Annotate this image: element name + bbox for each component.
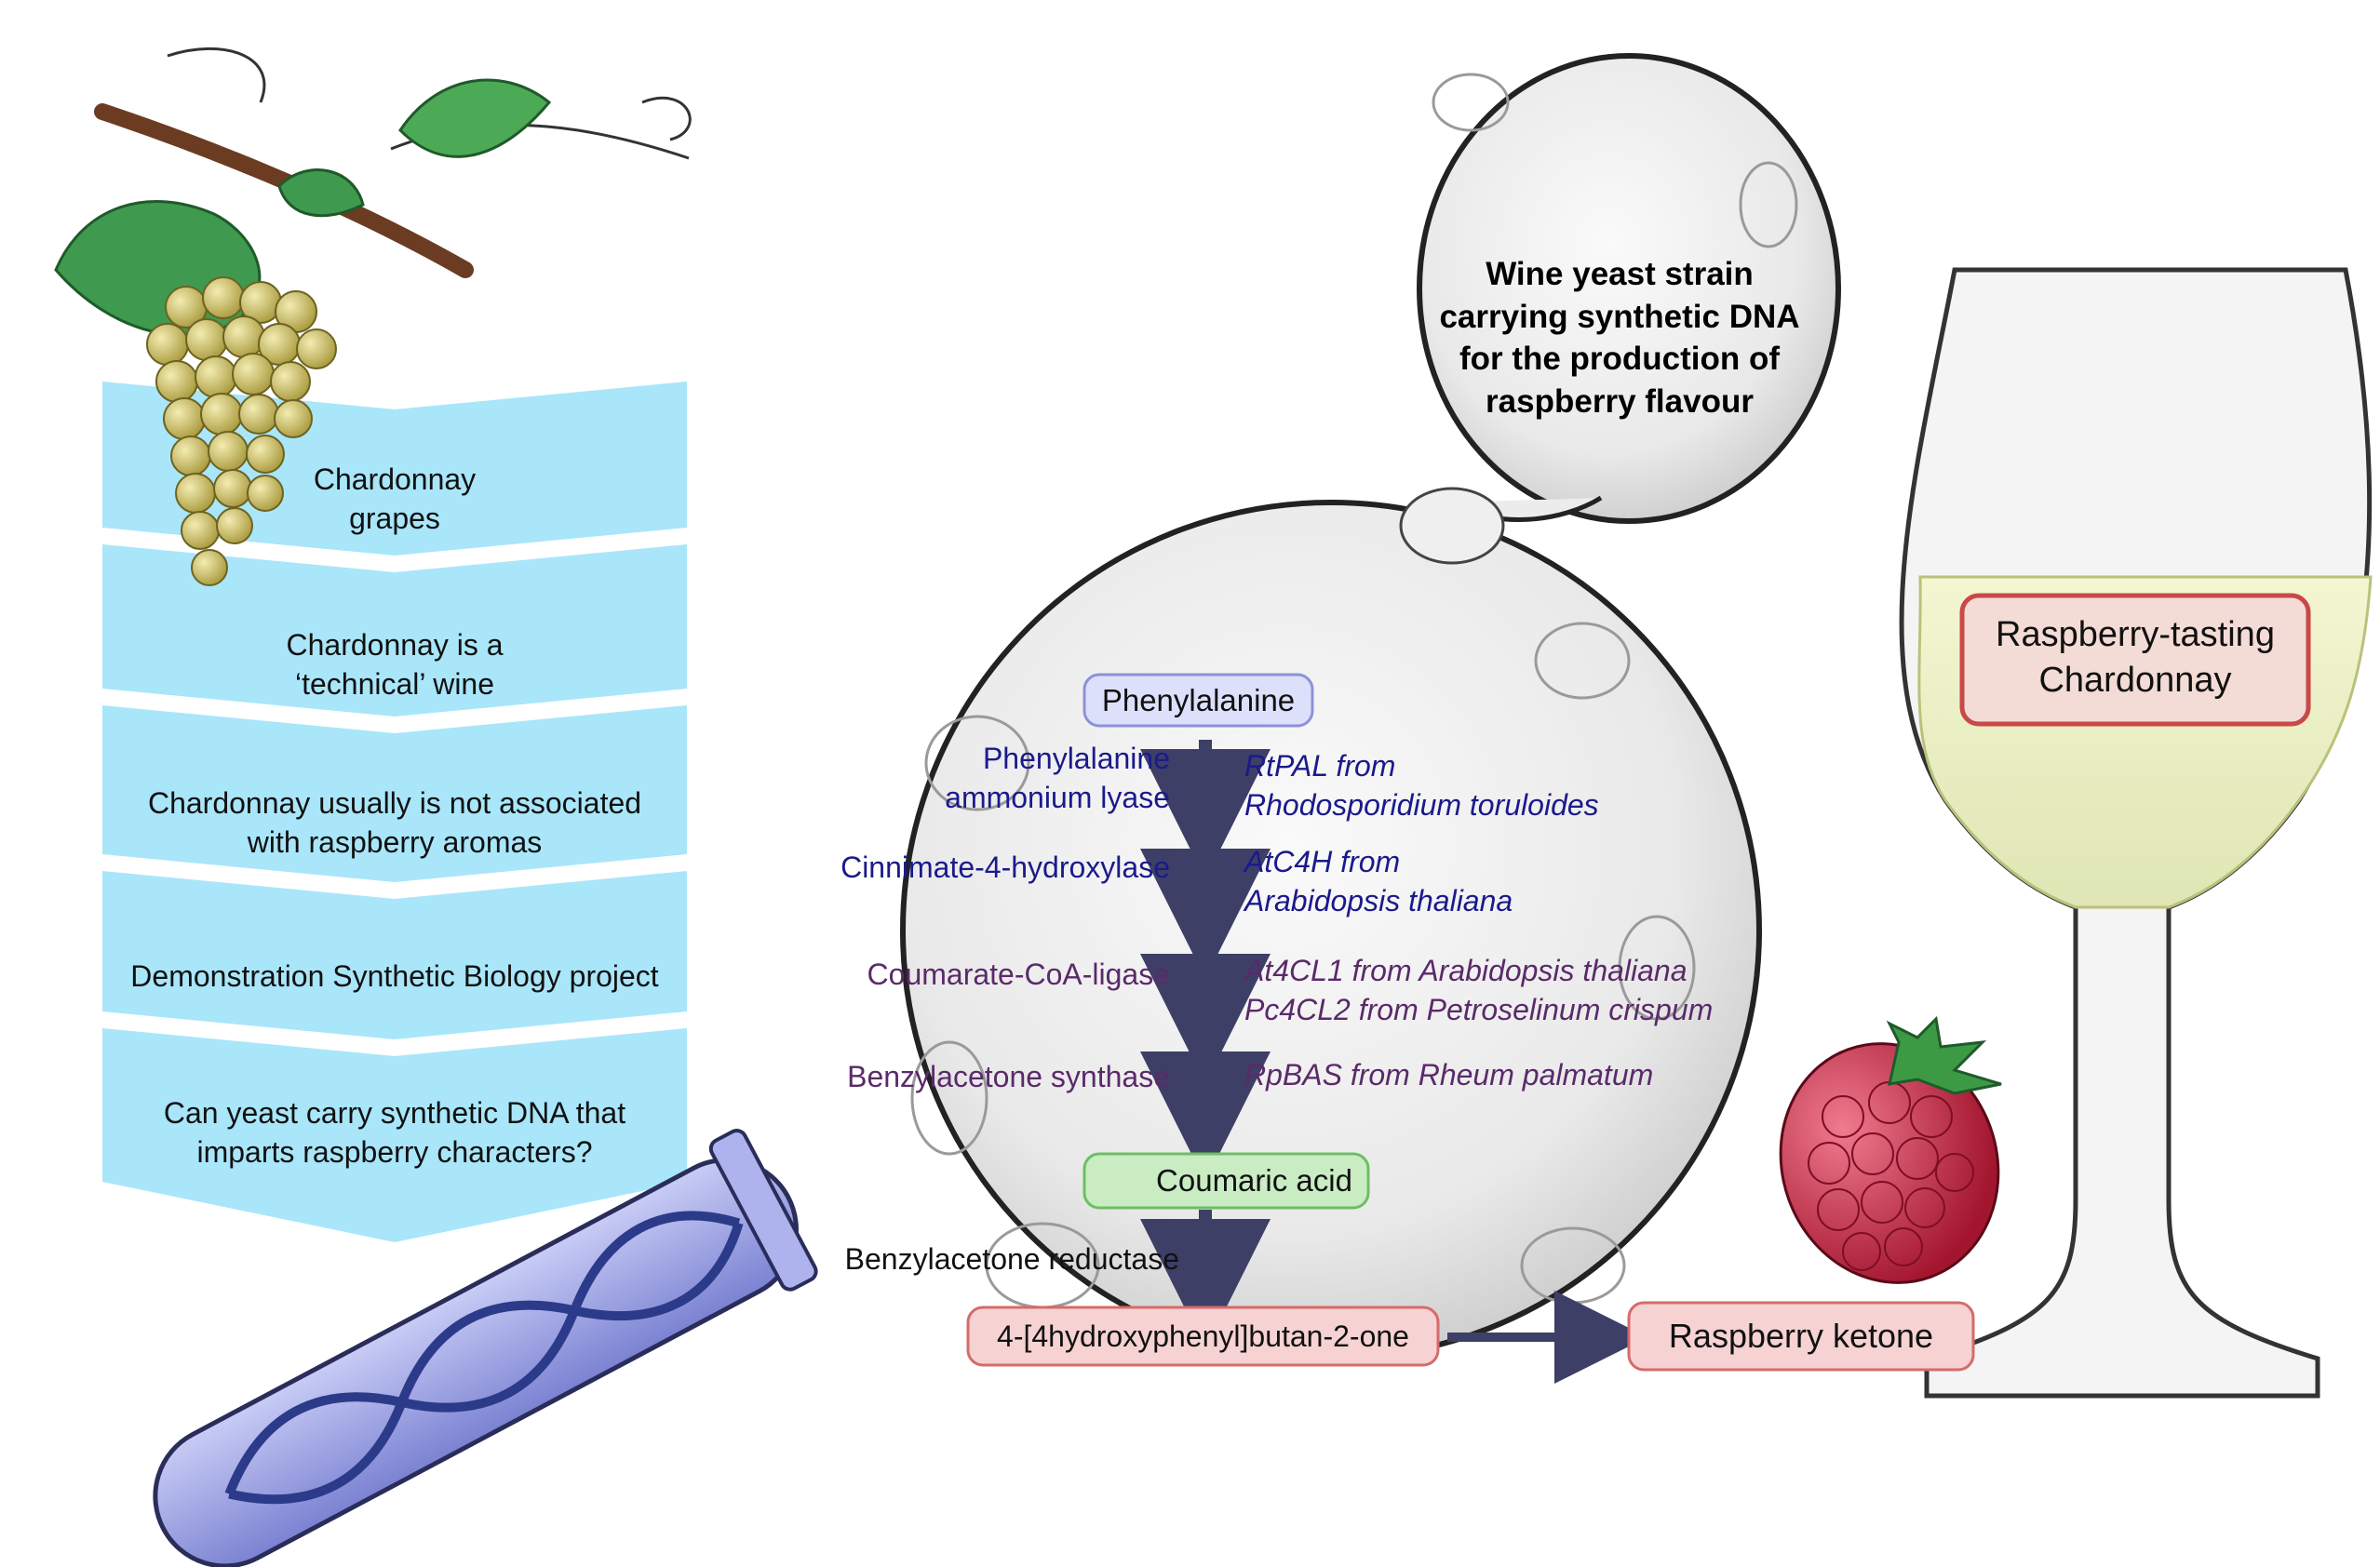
glass-label: Raspberry-tasting Chardonnay — [1996, 615, 2275, 701]
start-box: Phenylalanine — [1101, 682, 1296, 717]
final-box-bg — [1627, 1301, 1975, 1372]
glass-label-bg — [1959, 593, 2311, 727]
final-box: Raspberry ketone — [1668, 1317, 1934, 1355]
enzyme-2: Cinnimate-4-hydroxylase — [840, 850, 1170, 884]
test-tube-dna-icon — [153, 1129, 818, 1567]
raspberry-icon — [1779, 1015, 2002, 1284]
chevron-4 — [102, 871, 687, 1039]
product-box: 4-[4hydroxyphenyl]butan-2-one — [997, 1319, 1409, 1353]
chevron-text-2: Chardonnay is a ‘technical’ wine — [286, 628, 504, 701]
source-4: RpBAS from Rheum palmatum — [1244, 1058, 1654, 1092]
grape-vine-icon — [54, 47, 692, 586]
yeast-title: Wine yeast strain carrying synthetic DNA… — [1439, 256, 1800, 420]
source-1: RtPAL from Rhodosporidium toruloides — [1244, 749, 1599, 822]
chevron-2 — [102, 544, 687, 717]
chevron-text-5: Can yeast carry synthetic DNA that impar… — [163, 1095, 626, 1169]
chevron-text-4: Demonstration Synthetic Biology project — [130, 959, 659, 994]
yeast-cell-icon — [900, 53, 1841, 1361]
product-box-bg — [966, 1306, 1440, 1367]
chevron-text-1: Chardonnay grapes — [313, 462, 477, 535]
intermediate-box-bg — [1082, 1152, 1370, 1210]
enzyme-1: Phenylalanine ammonium lyase — [945, 742, 1170, 814]
enzyme-4: Benzylacetone synthase — [847, 1060, 1170, 1093]
intermediate-box: Coumaric acid — [1156, 1163, 1352, 1198]
chevron-column — [102, 382, 687, 1242]
start-box-bg — [1082, 673, 1314, 728]
enzyme-3: Coumarate-CoA-ligase — [867, 958, 1170, 991]
source-2: AtC4H from Arabidopsis thaliana — [1244, 845, 1513, 917]
source-3: At4CL1 from Arabidopsis thaliana Pc4CL2 … — [1244, 954, 1714, 1026]
chevron-3 — [102, 705, 687, 882]
chevron-5 — [102, 1028, 687, 1242]
chevron-text-3: Chardonnay usually is not associated wit… — [147, 786, 642, 859]
reductase-label: Benzylacetone reductase — [844, 1242, 1179, 1276]
